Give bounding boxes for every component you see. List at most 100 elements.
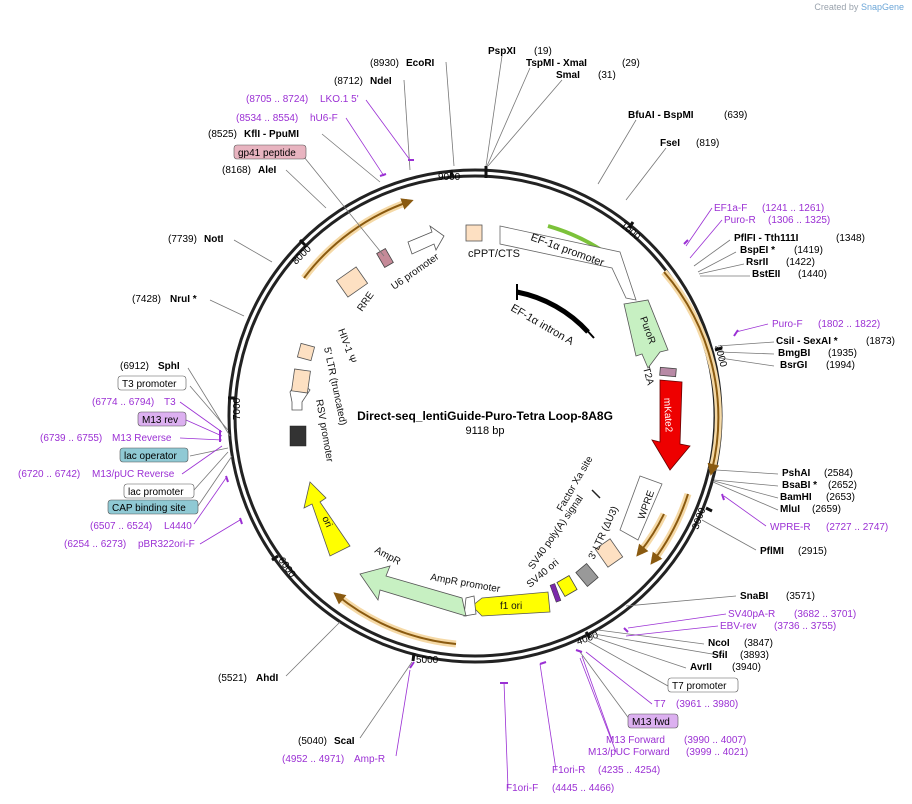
enzyme-bsabi-pos: (2652) (828, 480, 857, 491)
enzyme-pflmi-name: PflMI (760, 546, 784, 557)
credit-prefix: Created by (814, 2, 859, 12)
enzyme-rsrii-name: RsrII (746, 257, 768, 268)
enzyme-smai-pos: (31) (598, 70, 616, 81)
leader-t3-promoter (189, 385, 229, 431)
enzyme-avrii-name: AvrII (690, 662, 712, 673)
enzyme-sfii-name: SfiI (712, 650, 728, 661)
primer-t3-name: T3 (164, 397, 176, 408)
primer-l4440-name: L4440 (164, 521, 192, 532)
enzyme-bspei-name: BspEI * (740, 245, 775, 256)
enzyme-xmai-pos: (29) (622, 58, 640, 69)
mark-amp-r (409, 661, 415, 669)
tick-label-9000: 9000 (438, 172, 461, 183)
leader-lko1 (365, 99, 411, 161)
boxed-lac-operator-label: lac operator (124, 451, 177, 462)
enzyme-labels-top: PspXI (19) TspMI - XmaI (29) SmaI (31) B… (334, 46, 747, 149)
orf-arc-lower-right-2-line (636, 513, 665, 557)
primer-m13-puc-forward-range: (3999 .. 4021) (686, 747, 748, 758)
leader-sv40pa-r (627, 613, 727, 629)
leader-ecori (445, 61, 455, 167)
label-ampr: AmpR (373, 545, 403, 568)
tick-label-6000: 6000 (276, 555, 298, 580)
intron-end-tick (582, 325, 595, 339)
primer-ef1a-f-name: EF1a-F (714, 203, 747, 214)
tick-9000 (449, 169, 454, 178)
primer-wpre-r-range: (2727 .. 2747) (826, 522, 888, 533)
wpre-shape (619, 475, 663, 541)
enzyme-alei-pos: (8168) (222, 165, 251, 176)
primer-m13-forward-name: M13 Forward (606, 735, 665, 746)
enzyme-ndei-name: NdeI (370, 76, 392, 87)
boxed-t7-promoter-label: T7 promoter (672, 681, 727, 692)
leader-ahdi (285, 621, 341, 677)
sv40-polya-block (575, 563, 599, 587)
tick-3000 (705, 506, 713, 513)
enzyme-mlui-pos: (2659) (812, 504, 841, 515)
leader-f1ori-r (539, 663, 557, 771)
enzyme-pspxi-name: PspXI (488, 46, 516, 57)
orf-arc-bottom-left-line (333, 592, 457, 645)
leader-m13-puc-reverse (181, 445, 223, 475)
label-ef1a-intron: EF-1α intron A (509, 302, 577, 348)
primer-puro-f-range: (1802 .. 1822) (818, 319, 880, 330)
primer-m13-forward-range: (3990 .. 4007) (684, 735, 746, 746)
primer-pbr322ori-f-range: (6254 .. 6273) (64, 539, 126, 550)
primer-puro-r-range: (1306 .. 1325) (768, 215, 830, 226)
mark-puro-f (733, 329, 739, 337)
enzyme-bsrgi-name: BsrGI (780, 360, 807, 371)
primer-sv40pa-r-range: (3682 .. 3701) (794, 609, 856, 620)
primer-marks (219, 159, 739, 684)
enzyme-scai-pos: (5040) (298, 736, 327, 747)
leader-ebv-rev (625, 625, 719, 637)
primer-f1ori-f-name: F1ori-F (506, 783, 538, 794)
enzyme-pspxi-pos: (19) (534, 46, 552, 57)
enzyme-csii-name: CsiI - SexAI * (776, 336, 838, 347)
sv40-ori-mark (549, 583, 562, 603)
enzyme-bsabi-name: BsaBI * (782, 480, 817, 491)
leader-enz-1422 (698, 263, 745, 275)
orf-arc-top-left-line (303, 198, 414, 279)
mark-hu6 (379, 173, 387, 177)
cppt-cts-block (465, 224, 483, 242)
mark-ef1a-f (683, 239, 689, 245)
mark-t7 (575, 649, 583, 653)
enzyme-ecori-pos: (8930) (370, 58, 399, 69)
leader-noti (233, 239, 273, 263)
boxed-m13-fwd-label: M13 fwd (632, 717, 670, 728)
enzyme-snabi-pos: (3571) (786, 591, 815, 602)
plasmid-name: Direct-seq_lentiGuide-Puro-Tetra Loop-8A… (357, 409, 613, 423)
label-cppt-cts: cPPT/CTS (468, 248, 520, 260)
primer-hu6-f-range: (8534 .. 8554) (236, 113, 298, 124)
label-f1-ori: f1 ori (500, 601, 522, 612)
leader-puro-r (689, 219, 723, 259)
enzyme-ahdi-name: AhdI (256, 673, 278, 684)
sv40-ori-block (556, 575, 578, 597)
enzyme-ncoi-pos: (3847) (744, 638, 773, 649)
leader-m13-fwd (579, 651, 631, 721)
primer-t7-name: T7 (654, 699, 666, 710)
box-t7-promoter (667, 677, 739, 693)
enzyme-bsteii-pos: (1440) (798, 269, 827, 280)
leader-m13-reverse (179, 437, 223, 441)
t2a-block (659, 366, 677, 378)
primer-ebv-rev-name: EBV-rev (720, 621, 757, 632)
ef1a-promoter-shape (499, 225, 637, 301)
enzyme-nrui-name: NruI * (170, 294, 197, 305)
primer-lko1-range: (8705 .. 8724) (246, 94, 308, 105)
label-ori: ori (319, 515, 334, 530)
leader-gp41 (299, 151, 385, 257)
boxed-labels: gp41 peptide T3 promoter M13 rev lac ope… (107, 144, 739, 729)
mkate2-shape (651, 379, 691, 471)
enzyme-bmgbi-name: BmgBI (778, 348, 810, 359)
leader-ncoi (597, 629, 705, 645)
enzyme-bamhi-pos: (2653) (826, 492, 855, 503)
enzyme-ecori-name: EcoRI (406, 58, 435, 69)
ori-shape (303, 481, 351, 557)
primer-pbr322ori-f-name: pBR322ori-F (138, 539, 195, 550)
puror-shape (623, 299, 669, 369)
mark-l4440 (225, 475, 229, 483)
primer-amp-r-name: Amp-R (354, 754, 385, 765)
leader-l4440 (193, 477, 227, 525)
leader-ppumi (321, 133, 381, 183)
